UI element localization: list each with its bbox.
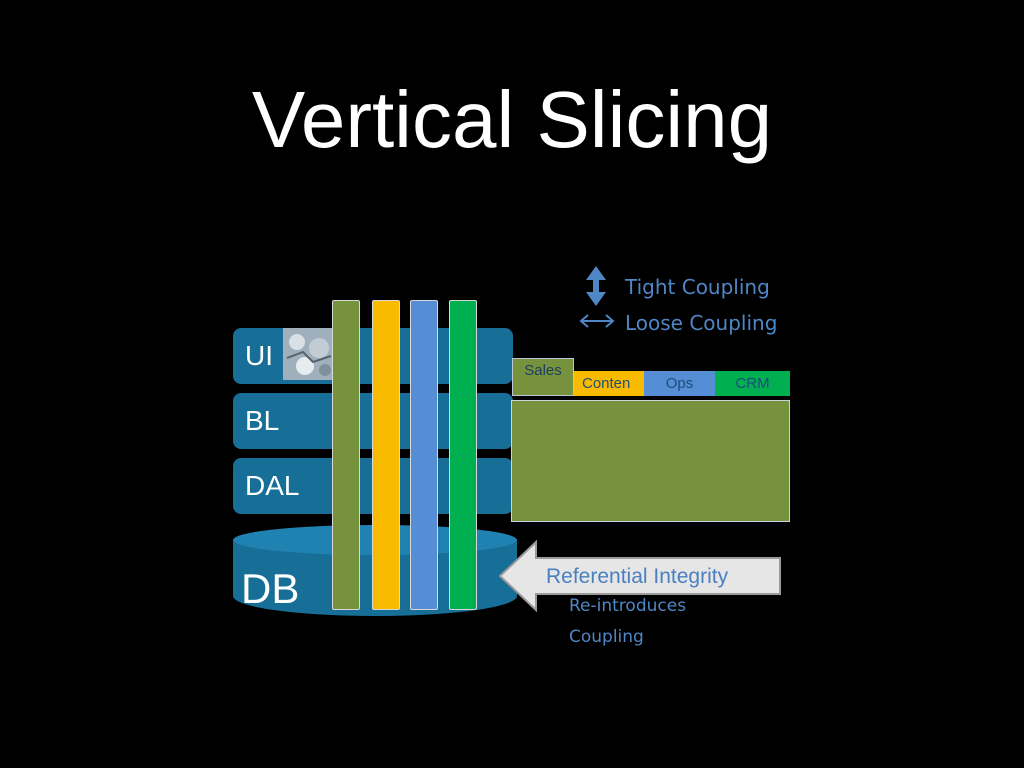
slide-title: Vertical Slicing: [251, 75, 773, 164]
tight-coupling-arrow-icon: [586, 266, 606, 306]
legend-loose-coupling: Loose Coupling: [625, 311, 778, 335]
referential-integrity-label: Referential Integrity: [546, 565, 729, 588]
vertical-slice-green: [332, 300, 360, 610]
layer-dal-label: DAL: [245, 470, 300, 501]
layer-bl-label: BL: [245, 405, 280, 436]
domain-crm: CRM: [715, 371, 790, 396]
domain-ops: Ops: [644, 371, 715, 396]
reintroduces-text: Re-introduces: [569, 596, 687, 616]
vertical-slice-bright-green: [449, 300, 477, 610]
domain-sales: Sales: [512, 358, 574, 396]
loose-coupling-arrow-icon: [579, 314, 615, 328]
coupling-text: Coupling: [569, 627, 644, 647]
vertical-slice-blue: [410, 300, 438, 610]
vertical-slice-yellow: [372, 300, 400, 610]
shared-database-box: [511, 400, 790, 522]
domain-content: Conten: [574, 371, 644, 396]
layer-ui-label: UI: [245, 340, 273, 371]
legend-tight-coupling: Tight Coupling: [625, 275, 770, 299]
referential-integrity-arrow: [498, 540, 781, 612]
layer-db-label: DB: [241, 565, 300, 612]
ui-clipart-icon: [283, 328, 335, 380]
